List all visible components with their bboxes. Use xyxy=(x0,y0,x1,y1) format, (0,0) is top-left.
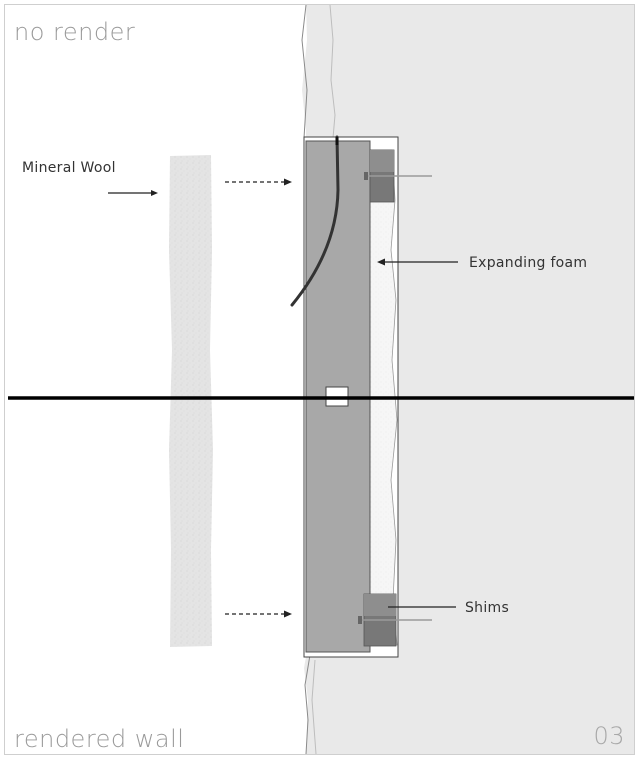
foam-leader-arrowhead xyxy=(377,258,385,266)
shims-callout: Shims xyxy=(465,600,510,616)
screw-head-top xyxy=(364,172,368,180)
wall-edge-top xyxy=(301,4,308,139)
insert-arrowhead-bottom xyxy=(284,610,292,618)
screw-head-bottom xyxy=(358,616,362,624)
figure-number: 03 xyxy=(593,722,625,750)
wall-crack-top xyxy=(329,4,336,139)
fixing-strap xyxy=(290,135,340,307)
wool-label-arrowhead xyxy=(151,190,158,196)
mineral-wool-callout: Mineral Wool xyxy=(22,160,116,176)
wall-edge-bottom xyxy=(304,654,311,755)
no-render-label: no render xyxy=(14,18,136,46)
insert-arrowhead-top xyxy=(284,178,292,186)
wall-crack-bottom xyxy=(311,659,317,755)
shim-top-inner xyxy=(370,150,394,172)
rendered-wall-label: rendered wall xyxy=(14,725,185,753)
mineral-wool-strip xyxy=(169,155,213,647)
shim-bottom-inner xyxy=(364,594,396,616)
expanding-foam-callout: Expanding foam xyxy=(469,255,588,271)
